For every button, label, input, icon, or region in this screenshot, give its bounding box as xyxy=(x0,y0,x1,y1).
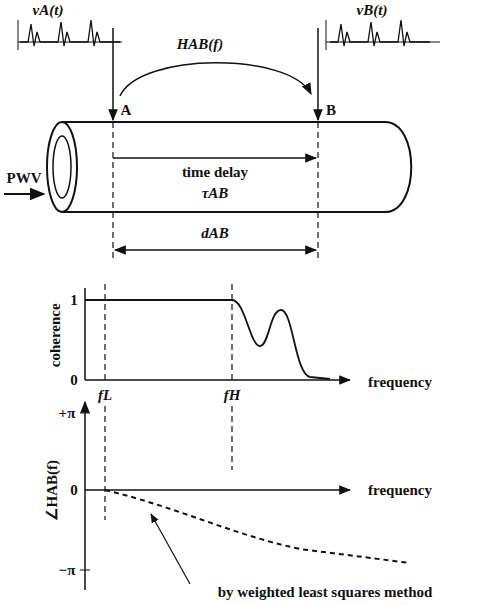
tube-end xyxy=(47,122,77,212)
waveform-axis xyxy=(18,20,122,50)
site-name: A xyxy=(121,102,132,119)
pwv-arrow xyxy=(4,193,44,195)
phase-fit-curve xyxy=(105,490,410,563)
signal-name: vB(t) xyxy=(357,2,388,19)
x-axis xyxy=(85,379,350,381)
axis-title: frequency xyxy=(368,374,432,391)
transfer-function: HAB(f) xyxy=(177,36,224,53)
tick-label: 1 xyxy=(70,292,78,309)
axis-title: frequency xyxy=(368,482,432,499)
distance-arrow xyxy=(115,249,316,251)
axis-title: ∠HAB(f) xyxy=(44,460,61,521)
waveform-axis xyxy=(326,20,440,50)
band-limit xyxy=(105,284,232,520)
frequency-limit: fH xyxy=(224,387,241,404)
site-line xyxy=(113,122,318,260)
distance-symbol: dAB xyxy=(201,225,229,242)
wave-velocity: PWV xyxy=(7,170,42,187)
site-name: B xyxy=(326,102,336,119)
tick xyxy=(80,413,90,570)
y-axis xyxy=(84,402,86,590)
frequency-limit: fL xyxy=(98,387,112,404)
delay-symbol: τAB xyxy=(202,185,229,202)
y-axis xyxy=(84,288,86,380)
annotation: by weighted least squares method xyxy=(218,584,433,601)
coherence-curve xyxy=(85,300,330,379)
x-axis xyxy=(85,489,350,491)
measurement-arrow xyxy=(317,28,319,120)
artery-tube xyxy=(62,122,411,212)
pulse-waveform xyxy=(20,20,120,46)
tick-label: 0 xyxy=(70,482,78,499)
leader-line xyxy=(151,514,190,584)
tick-label: −π xyxy=(59,562,76,579)
tick-label: 0 xyxy=(70,372,78,389)
tube-lumen xyxy=(53,136,71,198)
measurement-arrow xyxy=(112,28,114,120)
transfer-arrow xyxy=(120,63,311,96)
axis-title: coherence xyxy=(47,303,64,367)
signal-name: vA(t) xyxy=(33,2,64,19)
pulse-waveform xyxy=(330,20,430,46)
tick-label: +π xyxy=(59,405,76,422)
delay-arrow xyxy=(113,157,316,159)
delay-label: time delay xyxy=(182,164,248,181)
